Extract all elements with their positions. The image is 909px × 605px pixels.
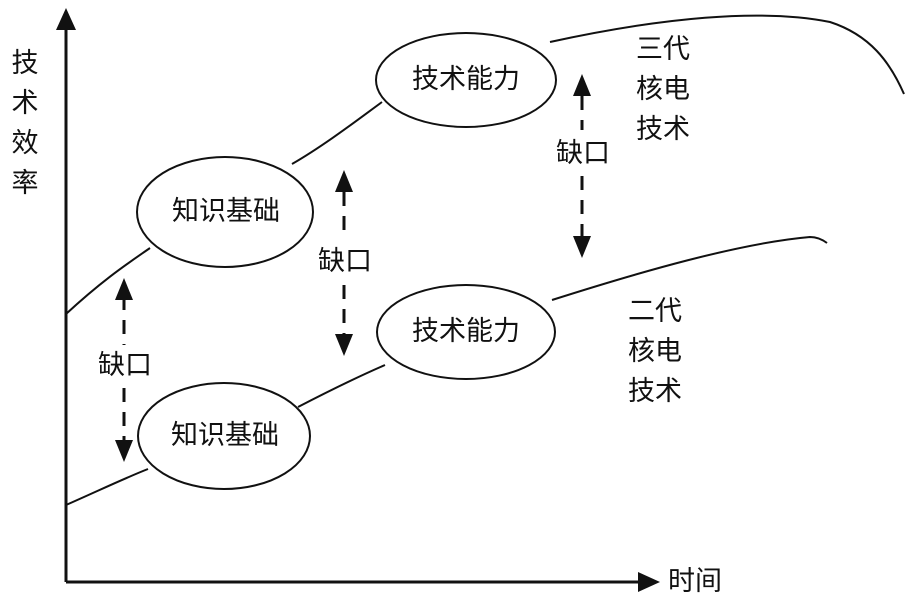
upper-capability-text: 技术能力 [412, 64, 520, 95]
lower-capability-oval [376, 284, 556, 380]
lower-curve-label: 二代核电技术 [628, 296, 682, 407]
y-axis-arrow [56, 8, 76, 30]
lower-knowledge-text: 知识基础 [171, 420, 279, 451]
gap-right-arrow-down [573, 236, 591, 258]
gap-left-label: 缺口 [98, 350, 152, 381]
x-axis-label: 时间 [668, 566, 722, 597]
y-axis-label: 技术效率 [11, 48, 39, 199]
lower-curve [65, 235, 828, 506]
upper-curve-label: 三代核电技术 [636, 34, 690, 145]
gap-middle-arrow-down [335, 334, 353, 356]
gap-middle-label: 缺口 [318, 246, 372, 277]
upper-knowledge-text: 知识基础 [172, 196, 280, 227]
gap-middle-arrow-up [335, 170, 353, 192]
x-axis-arrow [638, 572, 660, 592]
upper-capability-oval [375, 32, 557, 128]
gap-left-arrow-up [115, 278, 133, 300]
upper-curve [65, 14, 905, 315]
gap-right-label: 缺口 [556, 138, 610, 169]
gap-right-arrow-up [573, 74, 591, 96]
upper-knowledge-oval [136, 156, 314, 268]
lower-capability-text: 技术能力 [412, 316, 520, 347]
gap-left-arrow-down [115, 440, 133, 462]
lower-knowledge-oval [137, 382, 311, 490]
